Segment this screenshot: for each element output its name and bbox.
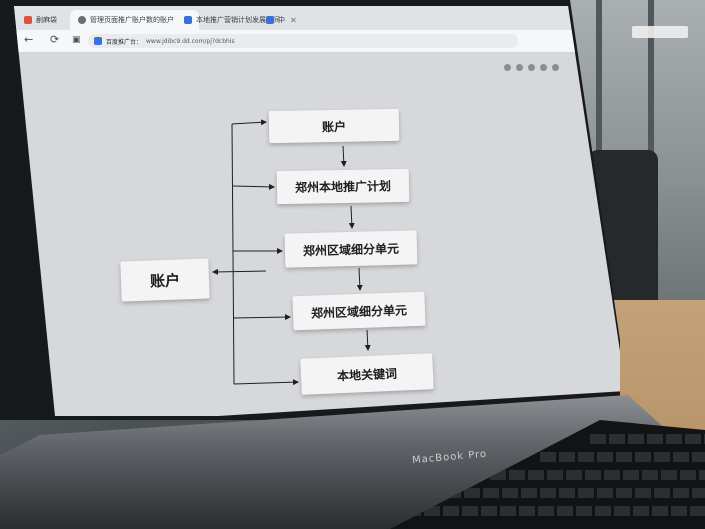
address-bar[interactable]: 百度推广台： www.jdibc9.dd.com/pj?dcbhis — [88, 34, 518, 48]
step-node-unit: 郑州区域细分单元 — [292, 291, 426, 331]
url-text: www.jdibc9.dd.com/pj?dcbhis — [146, 37, 235, 45]
laptop-bezel: 剧麻袋 管理页面推广账户数的账户 ✕ 本地推广营销计划发展期间 ✕ 中 ← ⟳ … — [0, 0, 620, 420]
branch-trunk — [231, 123, 235, 385]
menu-icon[interactable] — [552, 64, 559, 71]
favicon-icon — [184, 16, 192, 24]
browser-tab[interactable]: 剧麻袋 — [16, 10, 65, 30]
tab-title: 剧麻袋 — [36, 16, 57, 24]
tab-title: 中 — [278, 16, 285, 24]
browser-toolbar: ← ⟳ ▣ 百度推广台： www.jdibc9.dd.com/pj?dcbhis — [14, 30, 620, 53]
favicon-icon — [78, 16, 86, 24]
extension-icon[interactable] — [540, 64, 547, 71]
branch-arrow — [233, 379, 299, 386]
browser-tab[interactable]: 本地推广营销计划发展期间 ✕ — [176, 10, 305, 30]
laptop-screen: 剧麻袋 管理页面推广账户数的账户 ✕ 本地推广营销计划发展期间 ✕ 中 ← ⟳ … — [14, 6, 620, 416]
step-arrow — [364, 329, 371, 351]
branch-arrow — [231, 119, 267, 126]
extension-icon[interactable] — [516, 64, 523, 71]
step-node-unit: 郑州区域细分单元 — [284, 230, 418, 268]
branch-arrow — [232, 183, 275, 190]
step-arrow — [340, 145, 347, 167]
close-tab-icon[interactable]: ✕ — [290, 15, 297, 25]
url-label: 百度推广台： — [106, 38, 143, 46]
step-arrow — [348, 205, 355, 229]
tab-search-icon[interactable]: ▣ — [72, 35, 81, 45]
extension-icon[interactable] — [528, 64, 535, 71]
extension-icon[interactable] — [504, 64, 511, 71]
step-node-plan: 郑州本地推广计划 — [276, 168, 410, 205]
step-node-account: 账户 — [268, 108, 400, 144]
favicon-icon — [266, 16, 274, 24]
browser-tab-bar: 剧麻袋 管理页面推广账户数的账户 ✕ 本地推广营销计划发展期间 ✕ 中 — [14, 6, 620, 30]
branch-arrow — [233, 314, 291, 321]
browser-tab[interactable]: 中 — [258, 10, 293, 30]
tab-title: 管理页面推广账户数的账户 — [90, 16, 174, 24]
tab-title: 本地推广营销计划发展期间 — [196, 16, 280, 24]
step-node-keyword: 本地关键词 — [300, 353, 434, 395]
step-arrow — [356, 267, 363, 291]
root-account-node: 账户 — [120, 258, 210, 302]
ceiling-light — [632, 26, 688, 38]
arrow-left-icon[interactable]: ← — [24, 33, 34, 46]
reload-icon[interactable]: ⟳ — [50, 33, 60, 46]
diagram-connectors — [212, 119, 371, 386]
site-icon — [94, 37, 102, 45]
favicon-icon — [24, 16, 32, 24]
root-arrow — [212, 268, 267, 275]
